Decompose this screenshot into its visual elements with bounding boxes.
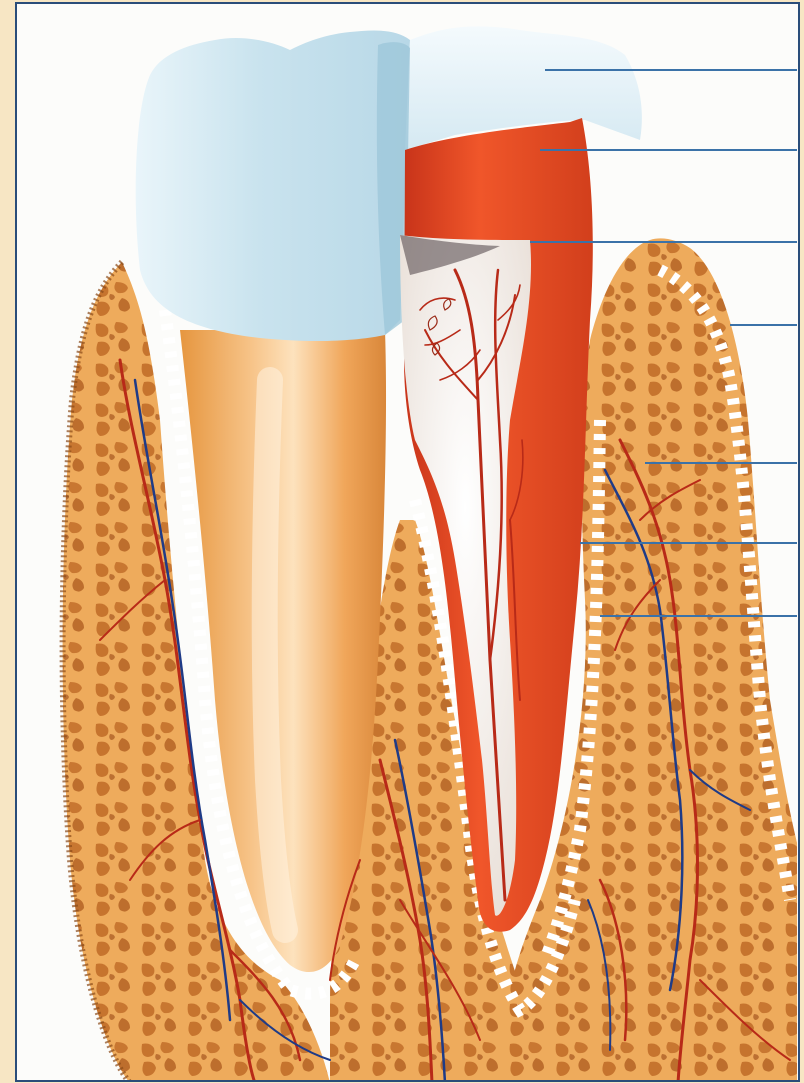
enamel-crown-left: [136, 30, 410, 341]
